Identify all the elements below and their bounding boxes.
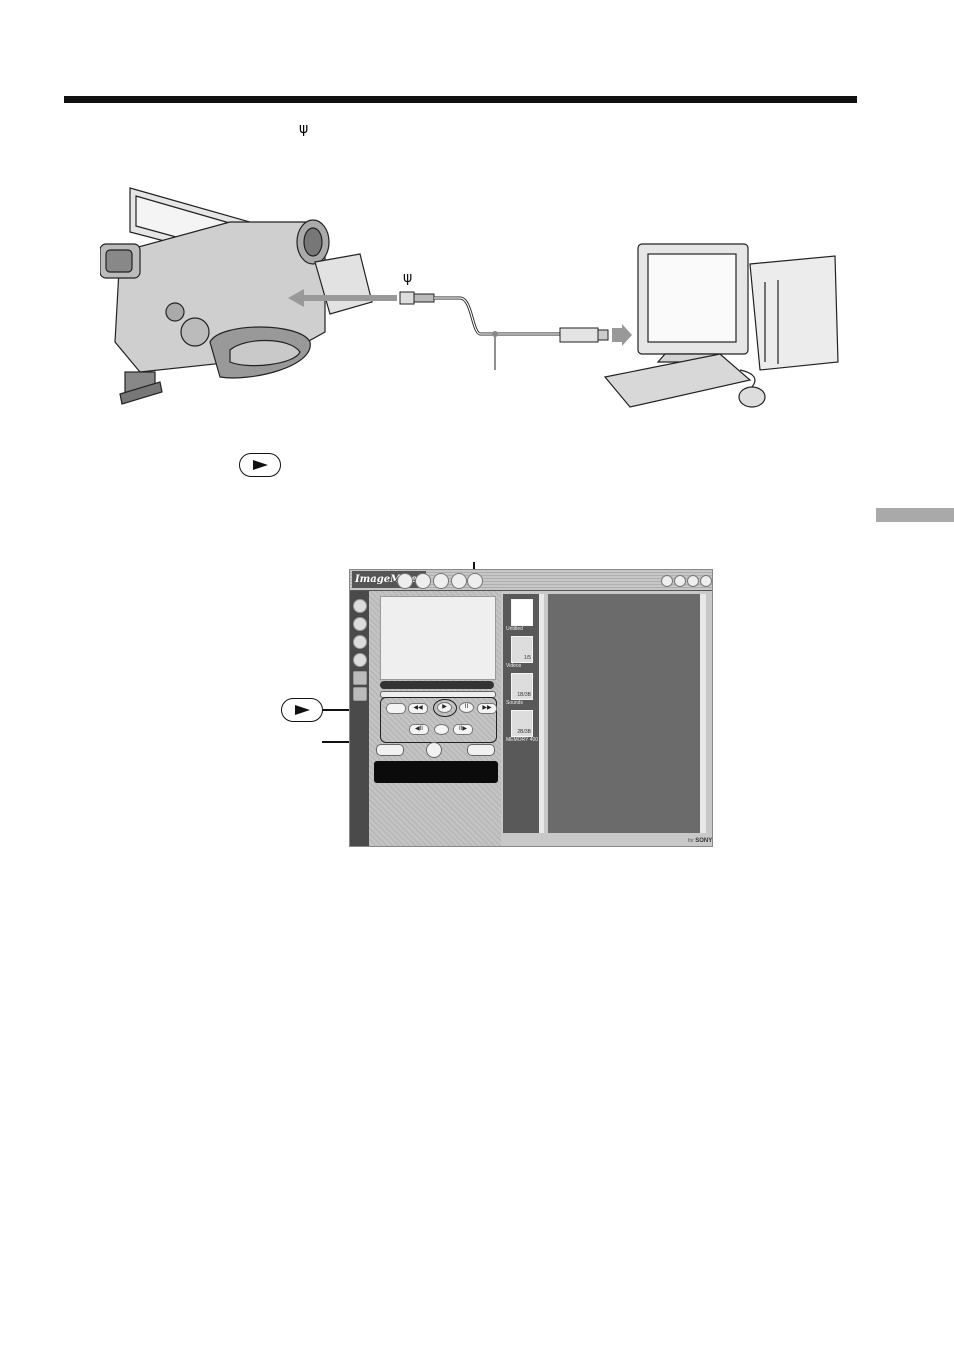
connect-arrow: [288, 289, 397, 307]
thumbnail-area: [548, 594, 700, 833]
play-button[interactable]: ▶: [437, 702, 452, 713]
connection-illustration: ψ: [100, 187, 839, 408]
video-capture-icon[interactable]: [353, 671, 367, 685]
pen-icon[interactable]: [353, 653, 367, 667]
scanner-icon[interactable]: [353, 687, 367, 701]
usb-plug-computer: [559, 327, 609, 343]
maker-credit: for SONY: [688, 838, 713, 844]
play-icon: [295, 705, 310, 715]
status-display: [374, 761, 498, 783]
frame-forward-button[interactable]: II▶: [453, 724, 473, 735]
disc-icon[interactable]: [353, 635, 367, 649]
camcorder-illustration: [100, 187, 373, 405]
album-mode-button[interactable]: [415, 573, 431, 589]
album-videos[interactable]: 1/5: [511, 636, 533, 663]
edit-mode-button[interactable]: [433, 573, 449, 589]
album-label: MEMORY 400: [506, 737, 539, 743]
album-label: Untitled: [506, 626, 523, 632]
camera-icon[interactable]: [353, 599, 367, 613]
album-label: Videos: [506, 663, 522, 669]
fast-forward-button[interactable]: ▶▶: [477, 703, 497, 714]
callout-play-symbol: [281, 698, 323, 722]
album-sounds[interactable]: 1B/3B: [511, 673, 533, 700]
imagemixer-window: ImageMixer ◀◀ ▶ II ▶▶ ◀II II▶: [349, 569, 713, 847]
album-list: Untitled 1/5 Videos 1B/3B Sounds 2B/3B M…: [503, 594, 544, 833]
volume-slider[interactable]: [380, 681, 494, 689]
play-icon: [253, 460, 268, 470]
lock-icon[interactable]: [353, 617, 367, 631]
preview-screen: [380, 596, 496, 680]
capture-mode-button[interactable]: [397, 573, 413, 589]
usb-cable: [434, 296, 560, 336]
heading-rule: [64, 96, 857, 103]
snapshot-button[interactable]: [376, 744, 404, 756]
capture-panel: ◀◀ ▶ II ▶▶ ◀II II▶: [369, 591, 501, 846]
cable-usb-symbol: ψ: [403, 270, 412, 286]
rewind-button[interactable]: ◀◀: [408, 703, 428, 714]
album-scrollbar[interactable]: [539, 594, 544, 833]
close-icon[interactable]: [700, 575, 712, 587]
cd-mode-button[interactable]: [467, 573, 483, 589]
pc-arrow: [612, 324, 632, 346]
album-memory[interactable]: 2B/3B: [511, 710, 533, 737]
frame-back-button[interactable]: ◀II: [409, 724, 429, 735]
usb-symbol: ψ: [299, 121, 309, 137]
settings-icon[interactable]: [687, 575, 699, 587]
play-button-symbol: [239, 453, 281, 477]
stop-button[interactable]: [386, 703, 406, 714]
pause-button[interactable]: II: [459, 702, 474, 713]
thumbnail-scrollbar[interactable]: [700, 594, 706, 833]
step-button[interactable]: [434, 724, 449, 735]
help-icon[interactable]: [674, 575, 686, 587]
mode-sidebar: [350, 591, 369, 846]
play-highlight-ring: [433, 699, 457, 717]
playback-controls: ◀◀ ▶ II ▶▶ ◀II II▶: [380, 697, 497, 743]
desktop-computer-illustration: [603, 243, 839, 408]
usb-plug-camera: [399, 291, 435, 305]
record-button[interactable]: [426, 742, 442, 758]
print-mode-button[interactable]: [451, 573, 467, 589]
imagemixer-toolbar: ImageMixer: [350, 570, 712, 591]
capture-video-button[interactable]: [467, 744, 495, 756]
album-untitled[interactable]: [511, 599, 533, 626]
album-label: Sounds: [506, 700, 523, 706]
bell-icon[interactable]: [661, 575, 673, 587]
section-tab: [876, 508, 954, 522]
